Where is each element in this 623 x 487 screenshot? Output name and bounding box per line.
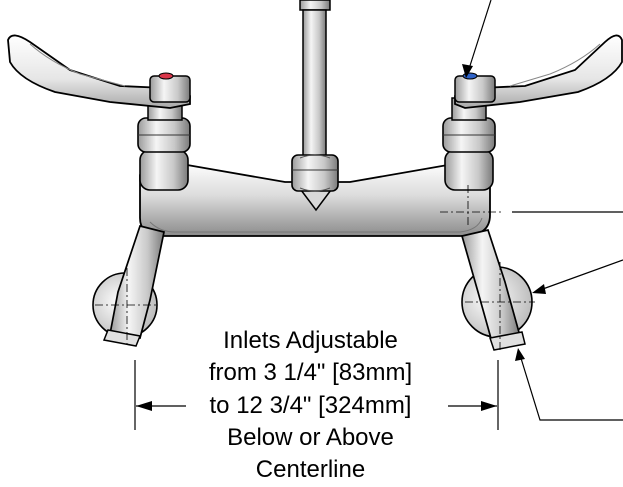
right-inlet-arm: [460, 228, 535, 351]
leader-inlet-disc: [539, 259, 623, 291]
left-wrist-blade-handle: [7, 34, 191, 109]
leader-inlet-tip: [519, 354, 623, 421]
arrowhead-right: [481, 401, 497, 411]
dimension-line: [134, 360, 499, 430]
dimension-note-line-1: Inlets Adjustable: [0, 327, 622, 355]
riser-pipe: [299, 0, 331, 161]
left-inlet-arm: [92, 224, 165, 347]
leader-handle: [467, 0, 492, 73]
arrowhead-left: [136, 401, 152, 411]
dimension-note-line-4: Below or Above: [0, 424, 622, 452]
dimension-note-line-3: to 12 3/4" [324mm]: [0, 392, 622, 420]
leader-handle-arrowhead: [462, 64, 473, 78]
center-nut: [291, 154, 339, 192]
right-centerline-marks: [440, 185, 502, 225]
leader-inlet-tip-arrowhead: [515, 348, 525, 361]
dimension-note-line-2: from 3 1/4" [83mm]: [0, 359, 622, 387]
right-wrist-blade-handle: [454, 34, 623, 109]
right-valve: [442, 97, 496, 191]
leader-inlet-disc-arrowhead: [532, 284, 546, 294]
left-valve: [137, 97, 191, 191]
leader-lines: [462, 0, 623, 421]
dimension-note-line-5: Centerline: [0, 456, 622, 484]
